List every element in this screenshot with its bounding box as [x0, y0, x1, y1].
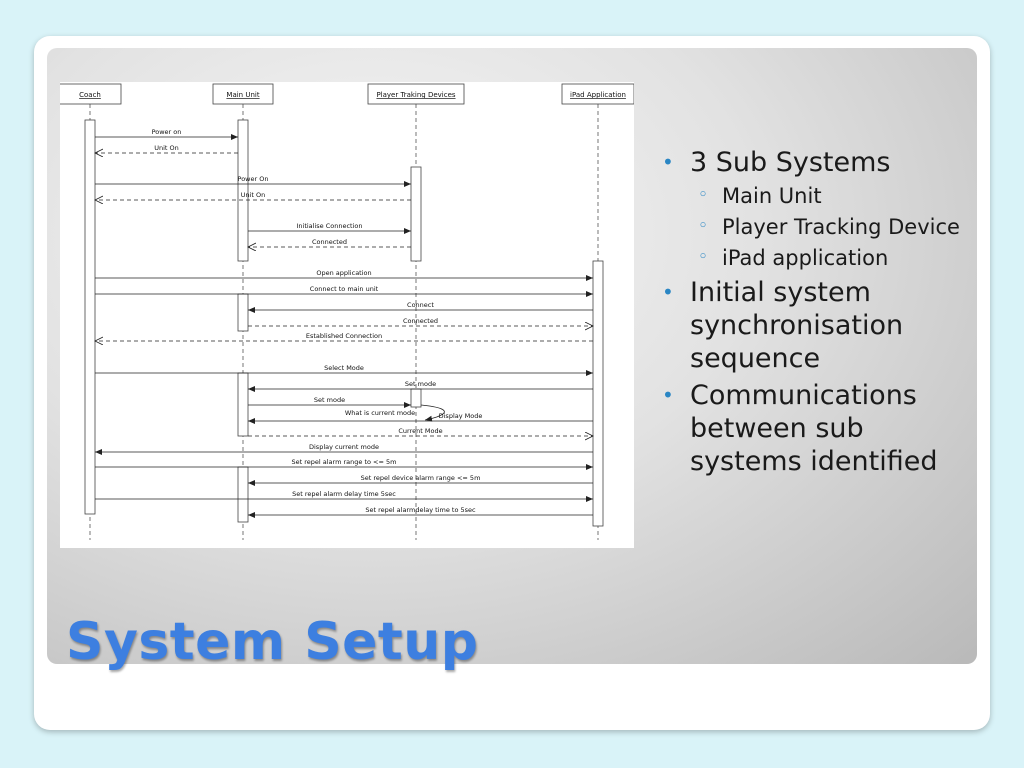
bullet-dot-icon: • — [662, 383, 674, 407]
message-self-arrow — [420, 404, 445, 422]
lifeline-label: Coach — [79, 91, 101, 99]
lifeline-label: iPad Application — [570, 91, 626, 99]
message-label: Set repel alarm range to <= 5m — [292, 458, 397, 466]
lifeline-box — [212, 83, 274, 105]
activation-bar — [84, 119, 96, 515]
sequence-diagram: Coach Main Unit Player Traking Devices iPad… — [60, 82, 634, 548]
sequence-diagram-svg: Coach Main Unit Player Traking Devices iPad… — [60, 83, 634, 540]
message-label: What is current mode — [345, 409, 415, 417]
sub-bullet-item: ◦ iPad application — [660, 245, 960, 272]
message-label: Set repel device alarm range <= 5m — [361, 474, 481, 482]
message-label: Display Mode — [439, 412, 483, 420]
lifeline-label: Main Unit — [226, 91, 259, 99]
message-label: Established Connection — [306, 332, 382, 340]
message-label: Power On — [238, 175, 269, 183]
message-label: Connected — [312, 238, 347, 246]
message-label: Power on — [152, 128, 182, 136]
slide-title: System Setup — [66, 612, 479, 672]
message-label: Unit On — [154, 144, 179, 152]
message-label: Set repel alarm delay time 5sec — [292, 490, 396, 498]
lifeline-box — [367, 83, 465, 105]
sub-bullet-item: ◦ Player Tracking Device — [660, 214, 960, 241]
sub-bullet-text: iPad application — [722, 246, 889, 270]
activation-bar — [410, 388, 422, 408]
message-label: Connect to main unit — [310, 285, 379, 293]
bullet-item: • 3 Sub Systems — [660, 146, 960, 179]
sub-bullet-circle-icon: ◦ — [698, 185, 709, 205]
bullet-item: • Communications between sub systems iden… — [660, 379, 960, 478]
bullet-text: Communications between sub systems ident… — [690, 380, 938, 477]
lifeline-box — [561, 83, 634, 105]
bullet-dot-icon: • — [662, 280, 674, 304]
message-label: Connected — [403, 317, 438, 325]
bullet-item: • Initial system synchronisation sequence — [660, 276, 960, 375]
activation-bar — [592, 260, 604, 527]
activation-bar — [237, 372, 249, 437]
message-label: Open application — [316, 269, 371, 277]
sub-bullet-text: Player Tracking Device — [722, 215, 960, 239]
bullet-text: Initial system synchronisation sequence — [690, 277, 904, 374]
activation-bar — [237, 119, 249, 262]
lifeline-label: Player Traking Devices — [376, 91, 455, 99]
bullet-text: 3 Sub Systems — [690, 147, 891, 178]
message-label: Current Mode — [398, 427, 442, 435]
message-label: Display current mode — [309, 443, 379, 451]
sub-bullet-text: Main Unit — [722, 184, 822, 208]
message-label: Select Mode — [324, 364, 364, 372]
message-label: Initialise Connection — [296, 222, 362, 230]
bullet-list: • 3 Sub Systems ◦ Main Unit ◦ Player Tracking… — [660, 146, 960, 482]
activation-bar — [237, 293, 249, 332]
message-label: Unit On — [241, 191, 266, 199]
lifeline-box — [60, 83, 122, 105]
sub-bullet-circle-icon: ◦ — [698, 247, 709, 267]
sub-bullet-circle-icon: ◦ — [698, 216, 709, 236]
message-label: Set mode — [405, 380, 436, 388]
bullet-dot-icon: • — [662, 150, 674, 174]
message-label: Set mode — [314, 396, 345, 404]
message-label: Connect — [407, 301, 434, 309]
activation-bar — [237, 466, 249, 523]
activation-bar — [410, 166, 422, 262]
message-label: Set repel alarmdelay time to 5sec — [365, 506, 476, 514]
sub-bullet-item: ◦ Main Unit — [660, 183, 960, 210]
